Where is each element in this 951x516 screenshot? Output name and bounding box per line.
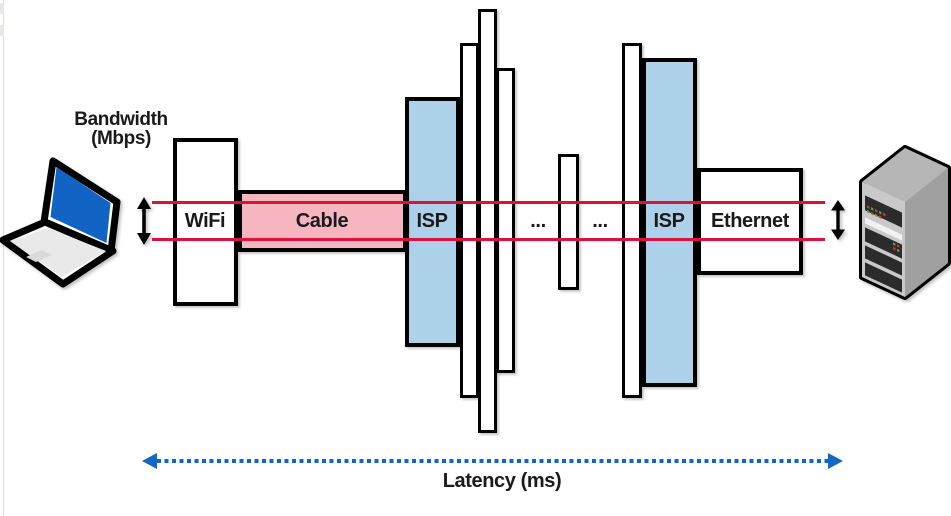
hop-bar: [496, 68, 515, 373]
isp-left-label: ISP: [416, 210, 448, 232]
cable-label: Cable: [295, 210, 349, 232]
bandwidth-axis-label-line2: (Mbps): [91, 128, 151, 149]
latency-arrowhead-right: [828, 452, 843, 469]
laptop-icon: [0, 157, 121, 288]
hop-bar: [478, 9, 497, 433]
ellipsis-left-label: ...: [530, 210, 546, 232]
bandwidth-line-top: [152, 201, 825, 204]
wifi-bar: [173, 138, 238, 306]
wifi-label: WiFi: [184, 210, 226, 232]
ethernet-bar: [697, 168, 803, 275]
isp-left-bar: [405, 97, 460, 347]
page-edge-line: [3, 0, 4, 516]
isp-right-bar: [642, 58, 697, 387]
bandwidth-axis-label-line1: Bandwidth: [74, 109, 168, 130]
latency-arrowhead-left: [142, 452, 157, 469]
horizontal-dotted-double-arrow-icon: [157, 459, 828, 463]
ethernet-label: Ethernet: [711, 210, 789, 232]
hop-bar: [622, 43, 642, 398]
page-edge-mark: [0, 3, 4, 14]
vertical-double-arrow-icon: [831, 200, 845, 240]
hop-bar: [460, 43, 479, 398]
isp-right-label: ISP: [653, 210, 685, 232]
bandwidth-line-bottom: [152, 238, 825, 241]
page-edge-mark: [0, 25, 4, 36]
ellipsis-right-label: ...: [592, 210, 608, 232]
cable-band: [238, 190, 407, 252]
server-tower-icon: [859, 145, 951, 300]
latency-axis-label: Latency (ms): [442, 470, 562, 492]
bandwidth-axis-label: Bandwidth (Mbps): [55, 110, 187, 148]
vertical-double-arrow-icon: [137, 197, 151, 245]
hop-bar: [558, 154, 579, 290]
